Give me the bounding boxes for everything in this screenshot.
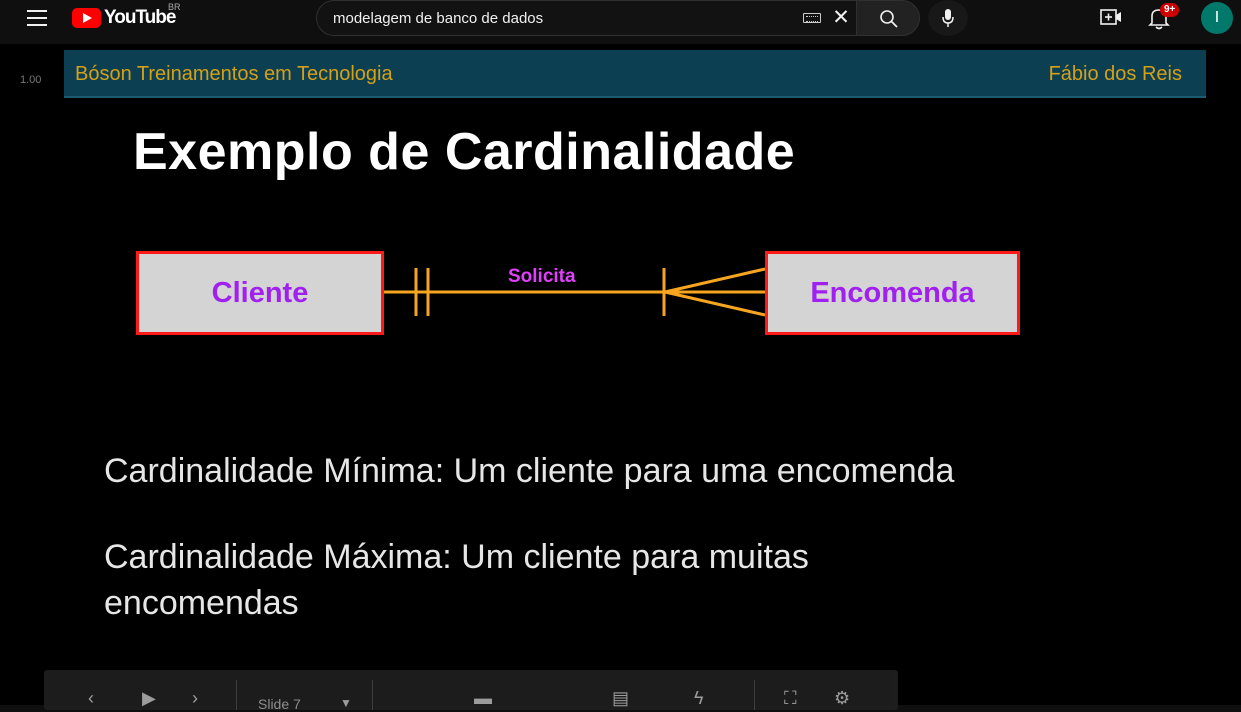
hamburger-menu-icon[interactable] [27,10,47,26]
create-video-icon[interactable] [1100,8,1122,26]
comments-icon[interactable]: ▬ [474,688,492,708]
slide-dropdown-icon[interactable]: ▼ [340,696,352,710]
avatar[interactable]: I [1201,2,1233,34]
playback-speed-label: 1.00 [20,74,42,86]
previous-slide-icon[interactable]: ‹ [88,688,94,708]
voice-search-button[interactable] [928,0,968,36]
search-button[interactable] [856,0,920,36]
notes-icon[interactable]: ▤ [612,688,630,708]
microphone-icon [942,9,954,27]
slide-author: Fábio dos Reis [1048,63,1182,85]
clear-search-icon[interactable]: ✕ [832,6,850,29]
play-icon[interactable]: ▶ [142,688,156,708]
controls-divider [754,680,755,710]
settings-gear-icon[interactable]: ⚙ [834,688,851,708]
fullscreen-icon[interactable]: ⛶ [784,688,797,708]
video-player[interactable]: 1.00 Bóson Treinamentos em Tecnologia Fá… [0,44,1241,712]
entity-encomenda: Encomenda [765,251,1020,335]
slide-title: Exemplo de Cardinalidade [133,123,796,181]
slide-organization: Bóson Treinamentos em Tecnologia [75,63,393,85]
controls-divider [372,680,373,710]
search-query-text[interactable]: modelagem de banco de dados [333,10,544,27]
slide-header-bar: Bóson Treinamentos em Tecnologia Fábio d… [64,50,1206,98]
next-slide-icon[interactable]: › [192,688,198,708]
laser-pointer-icon[interactable]: ϟ [694,688,704,708]
search-icon [880,10,898,28]
slide-controls-bar: ‹ ▶ › Slide 7 ▼ ▬ ▤ ϟ ⛶ ⚙ [44,670,898,712]
masthead: YouTube BR modelagem de banco de dados ✕… [0,0,1241,44]
notification-count-badge: 9+ [1160,3,1180,17]
cardinality-min-text: Cardinalidade Mínima: Um cliente para um… [104,452,955,490]
relationship-line-diagram [384,267,766,317]
search-input[interactable]: modelagem de banco de dados ✕ [316,0,856,36]
cardinality-max-text: Cardinalidade Máxima: Um cliente para mu… [104,538,809,622]
logo-wordmark: YouTube [104,7,176,28]
relationship-label: Solicita [508,266,576,287]
youtube-logo[interactable]: YouTube BR [72,2,181,29]
controls-divider [236,680,237,710]
country-code: BR [168,2,181,12]
entity-cliente: Cliente [136,251,384,335]
presentation-slide: Bóson Treinamentos em Tecnologia Fábio d… [64,50,1206,705]
keyboard-icon[interactable] [803,13,821,23]
youtube-play-icon [72,8,101,28]
slide-number[interactable]: Slide 7 [258,696,301,712]
